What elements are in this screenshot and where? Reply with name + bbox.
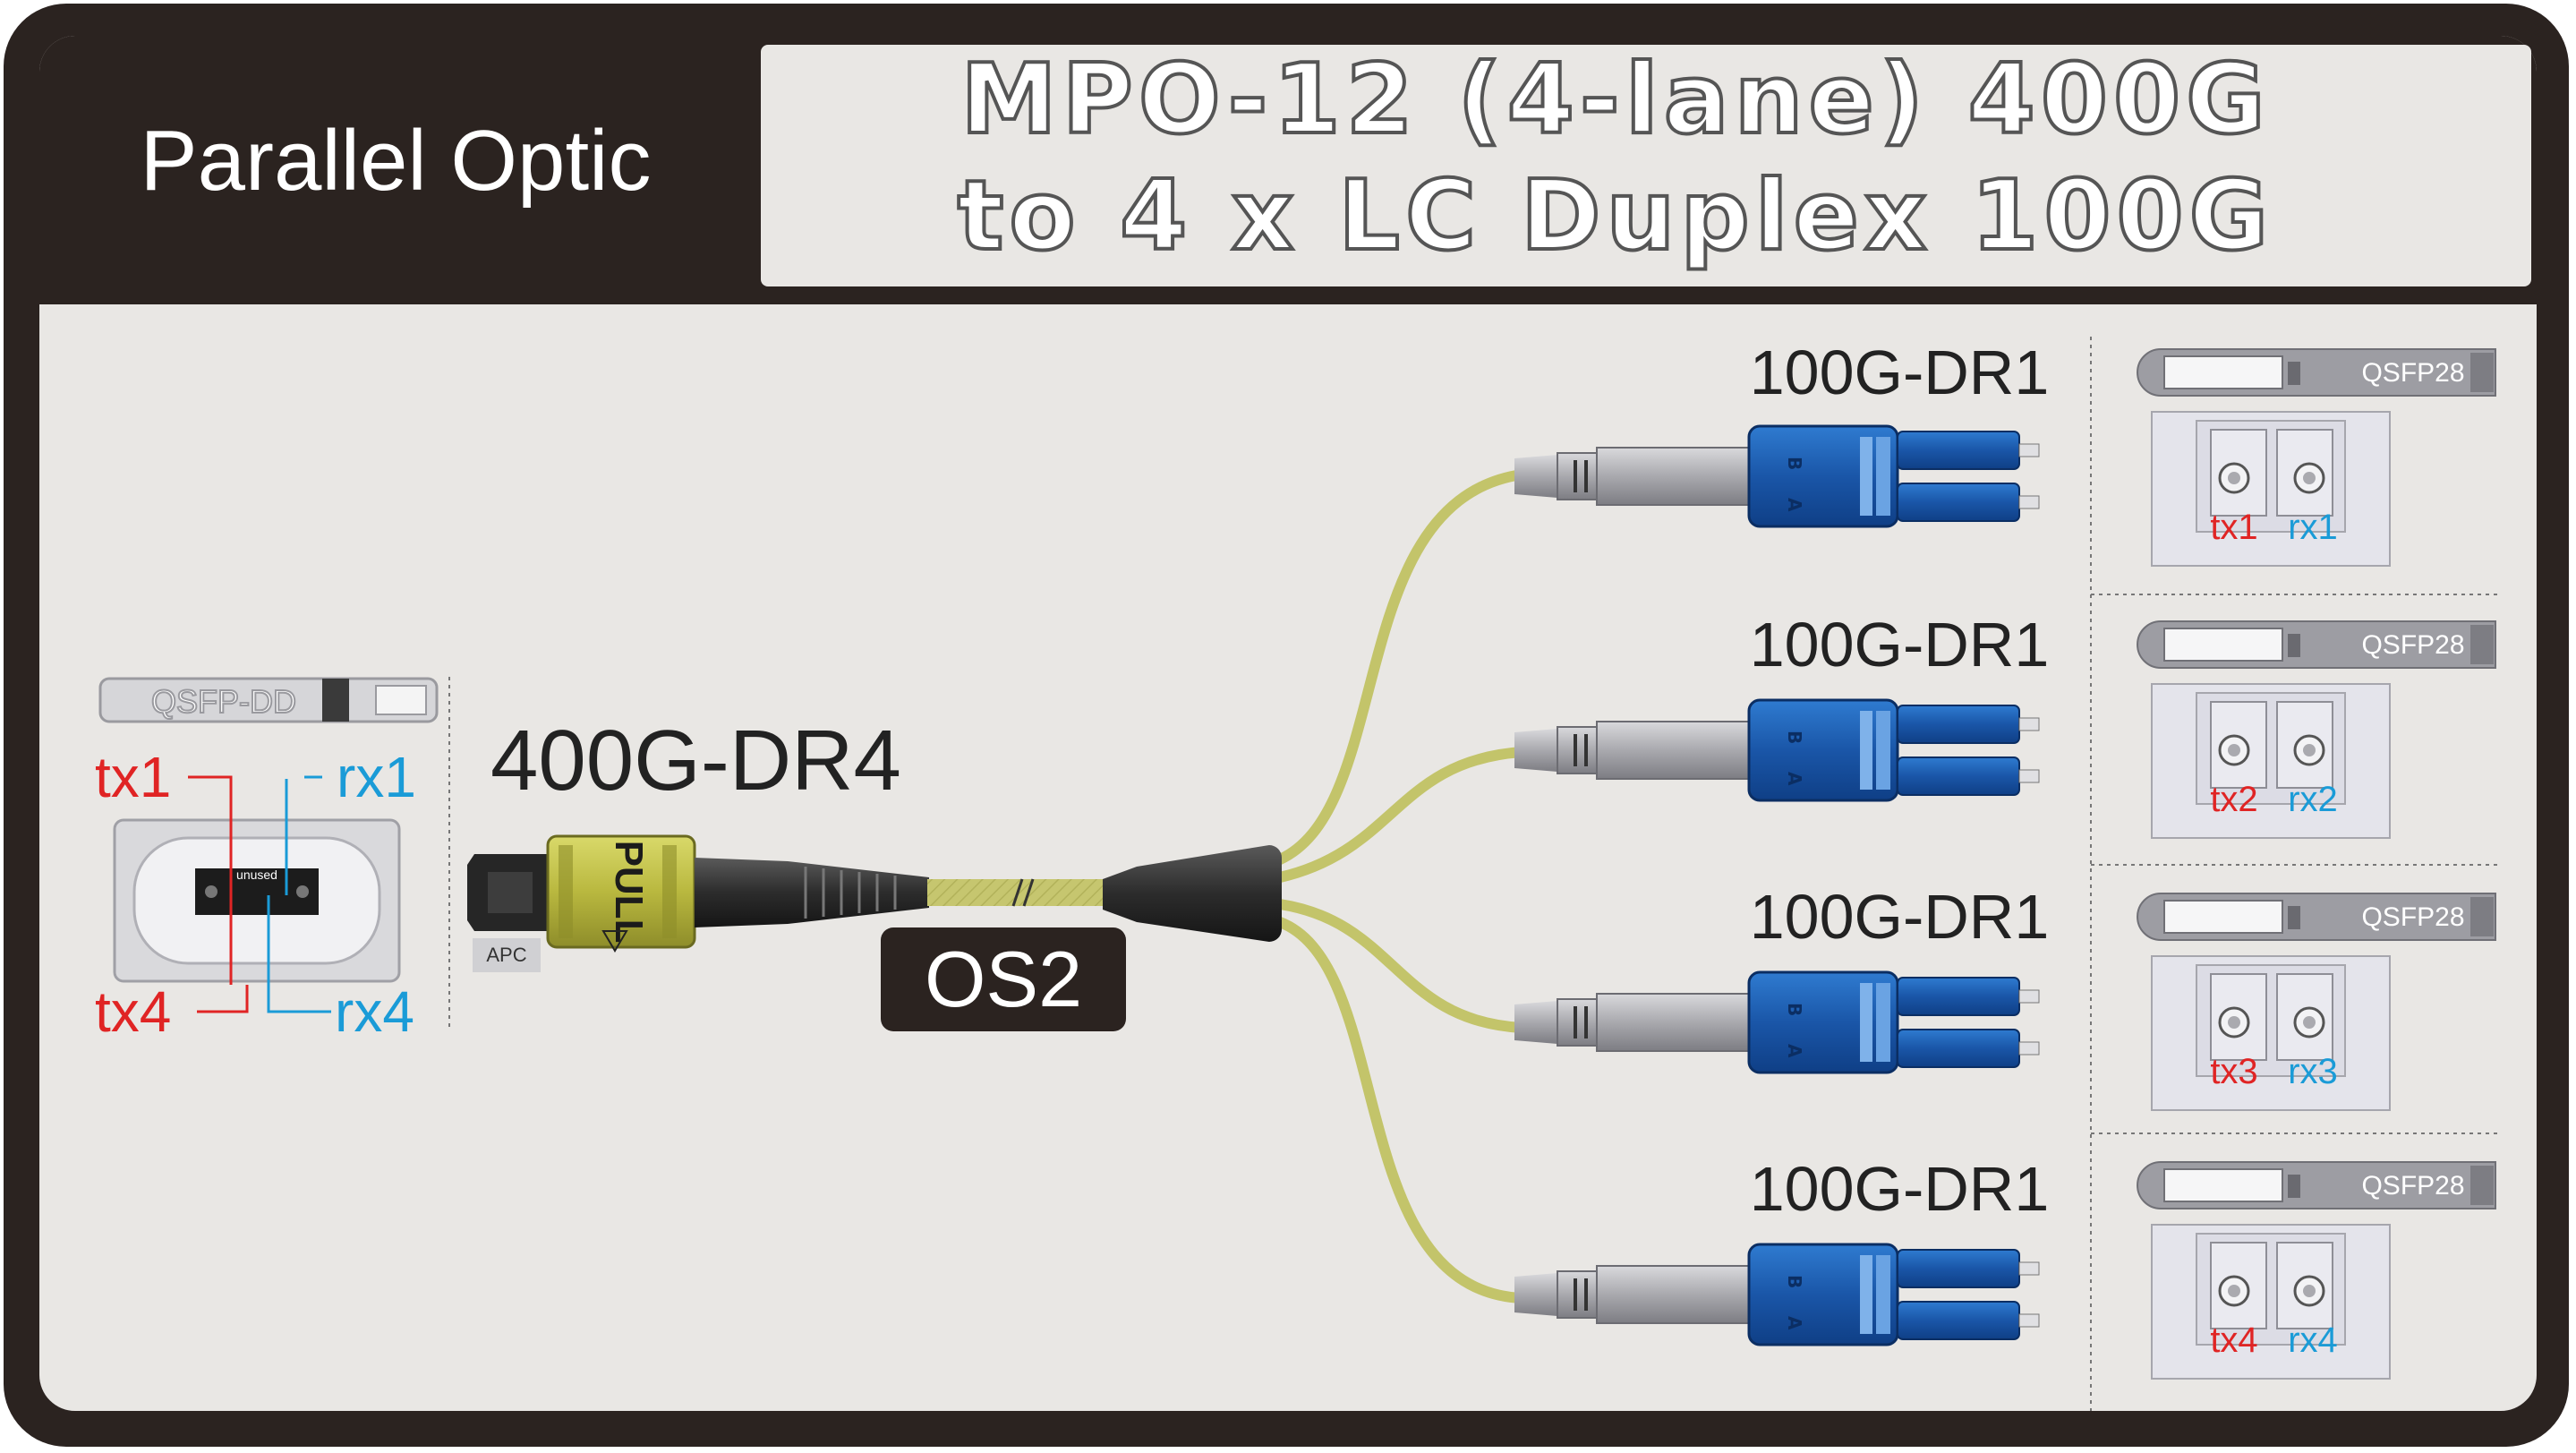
right-divider-rows	[2091, 594, 2497, 1134]
port-unused-label: unused	[236, 868, 277, 882]
branch-4-module: QSFP28	[2361, 1171, 2464, 1201]
branch-3-tx: tx3	[2210, 1052, 2257, 1091]
branch-1-name: 100G-DR1	[1750, 338, 2050, 407]
header-title-line1: MPO-12 (4-lane) 400G	[960, 44, 2271, 156]
branch-1-rx: rx1	[2288, 508, 2338, 547]
src-tx4-label: tx4	[95, 979, 171, 1044]
breakout-boot-icon	[1103, 845, 1282, 942]
header-label: Parallel Optic	[141, 113, 652, 209]
src-tx1-label: tx1	[95, 745, 171, 809]
branch-4-name: 100G-DR1	[1750, 1154, 2050, 1224]
svg-text:A: A	[1784, 498, 1805, 512]
branch-4-rx: rx4	[2288, 1321, 2338, 1360]
qsfp-dd-label: QSFP-DD	[151, 683, 296, 720]
branch-2-name: 100G-DR1	[1750, 610, 2050, 679]
mpo-connector-icon: PULL APC	[467, 834, 929, 972]
branch-1-module: QSFP28	[2361, 358, 2464, 388]
branch-3-rx: rx3	[2288, 1052, 2338, 1091]
cable-type-label: OS2	[925, 935, 1082, 1023]
header-title-line2: to 4 x LC Duplex 100G	[958, 160, 2274, 272]
fanout-fibers	[1275, 469, 1527, 1303]
branch-2-tx: tx2	[2210, 780, 2257, 819]
cable-type-badge	[881, 927, 1126, 1031]
source-name-label: 400G-DR4	[490, 713, 901, 808]
lc-duplex-connector-icon: B A	[1514, 424, 2040, 528]
lane-lines	[188, 775, 331, 1013]
cable-break-icon	[1011, 878, 1035, 907]
qsfp-dd-module-icon: QSFP-DD	[98, 677, 439, 723]
branch-3-name: 100G-DR1	[1750, 882, 2050, 952]
src-rx4-label: rx4	[335, 979, 414, 1044]
branch-3-module: QSFP28	[2361, 902, 2464, 932]
svg-text:B: B	[1784, 457, 1805, 470]
branch-1-tx: tx1	[2210, 508, 2257, 547]
src-rx1-label: rx1	[337, 745, 416, 809]
branch-2-module: QSFP28	[2361, 630, 2464, 660]
branch-2-rx: rx2	[2288, 780, 2338, 819]
pull-tab-label: PULL	[607, 841, 651, 944]
branch-4-tx: tx4	[2210, 1321, 2257, 1360]
mpo-port-face: unused	[113, 818, 401, 983]
qsfp28-module-icon	[2137, 348, 2496, 567]
header-title-box	[761, 45, 2531, 286]
apc-label: APC	[486, 944, 526, 966]
